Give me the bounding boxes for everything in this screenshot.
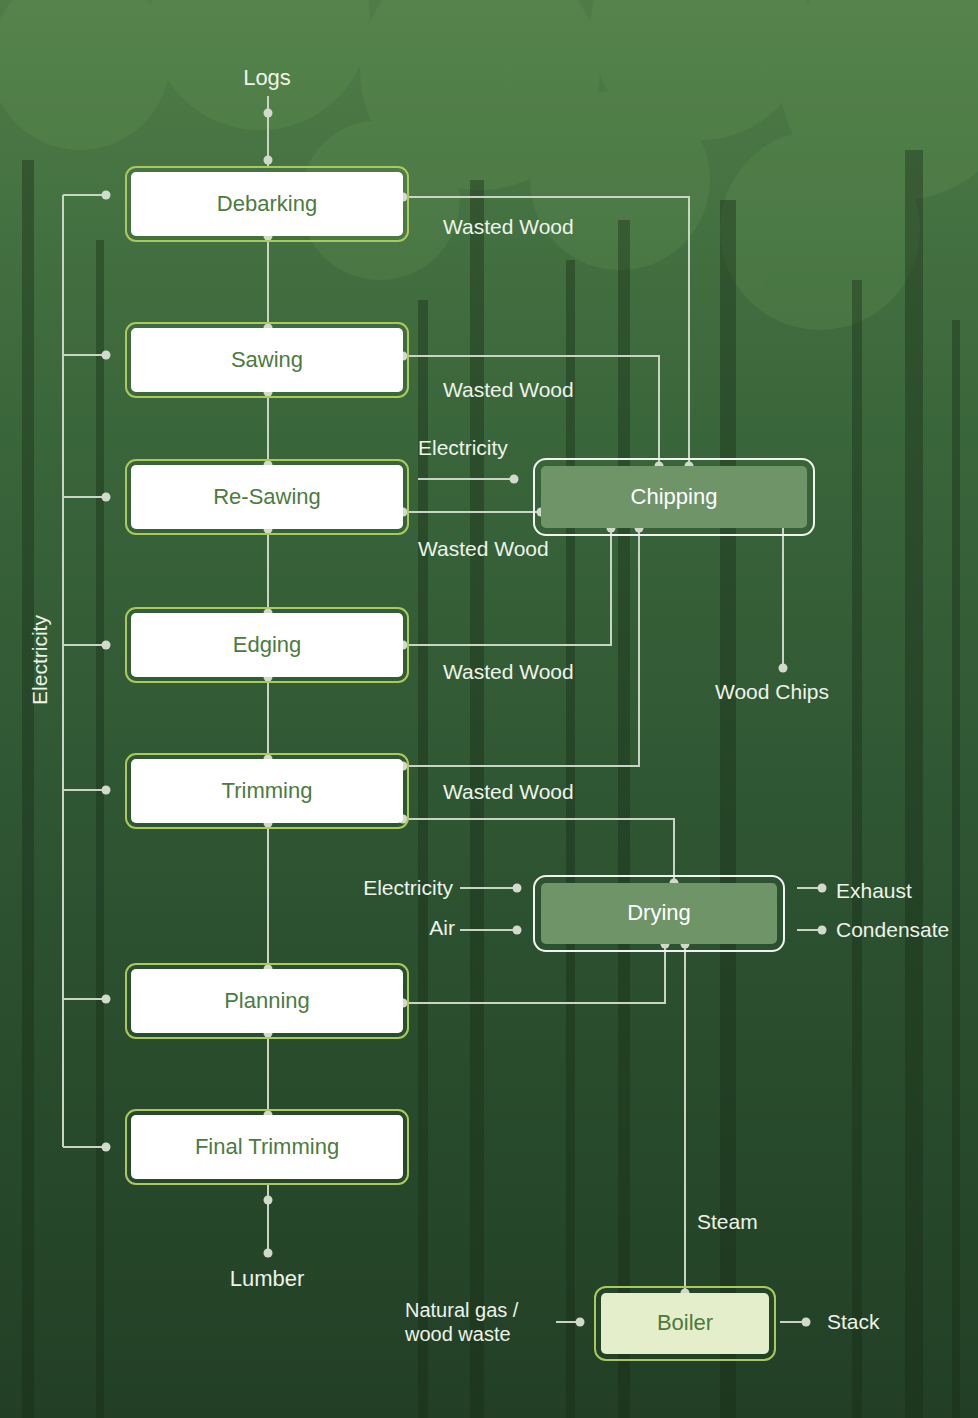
node-label: Debarking (217, 191, 317, 217)
process-box: Edging (131, 613, 403, 677)
edge-label: Wasted Wood (443, 214, 574, 239)
flow-label: Electricity (418, 435, 508, 460)
flow-connector (264, 525, 273, 618)
flow-connector (399, 524, 616, 650)
node-label: Sawing (231, 347, 303, 373)
flow-label: Condensate (836, 917, 949, 942)
process-box-dark: Chipping (541, 466, 807, 528)
flow-connector (264, 232, 273, 333)
boiler-box: Boiler (601, 1293, 769, 1354)
edge-label: Wasted Wood (443, 659, 574, 684)
flow-connector (264, 1029, 273, 1120)
flow-connector (399, 524, 644, 771)
process-box: Re-Sawing (131, 465, 403, 529)
edge-label: Steam (697, 1209, 758, 1234)
node-label: Boiler (657, 1310, 713, 1336)
node-label: Chipping (631, 484, 718, 510)
node-label: Drying (627, 900, 691, 926)
flow-label: Logs (243, 65, 291, 91)
process-box: Sawing (131, 328, 403, 392)
process-box: Debarking (131, 172, 403, 236)
flow-connector (399, 508, 546, 517)
node-label: Final Trimming (195, 1134, 339, 1160)
flow-label: Air (429, 915, 455, 940)
flow-connector (681, 940, 690, 1298)
flow-label: Wood Chips (715, 679, 829, 704)
flow-label: Exhaust (836, 878, 912, 903)
flow-connector (264, 388, 273, 470)
flow-label: Stack (827, 1309, 880, 1334)
flow-connector (399, 193, 694, 471)
flow-label: Natural gas / wood waste (405, 1298, 550, 1346)
flow-connector (399, 352, 664, 471)
process-box: Planning (131, 969, 403, 1033)
process-box: Trimming (131, 759, 403, 823)
node-label: Trimming (222, 778, 313, 804)
edge-label: Wasted Wood (418, 536, 549, 561)
flow-label: Electricity (27, 615, 52, 705)
node-label: Planning (224, 988, 310, 1014)
flow-label: Electricity (363, 875, 453, 900)
flow-connector (264, 819, 273, 974)
process-box: Final Trimming (131, 1115, 403, 1179)
flow-connector (264, 673, 273, 764)
flow-connector (399, 940, 670, 1008)
process-box-dark: Drying (541, 883, 777, 944)
node-label: Edging (233, 632, 302, 658)
edge-label: Wasted Wood (443, 779, 574, 804)
flow-label: Lumber (230, 1266, 305, 1292)
edge-label: Wasted Wood (443, 377, 574, 402)
node-label: Re-Sawing (213, 484, 321, 510)
